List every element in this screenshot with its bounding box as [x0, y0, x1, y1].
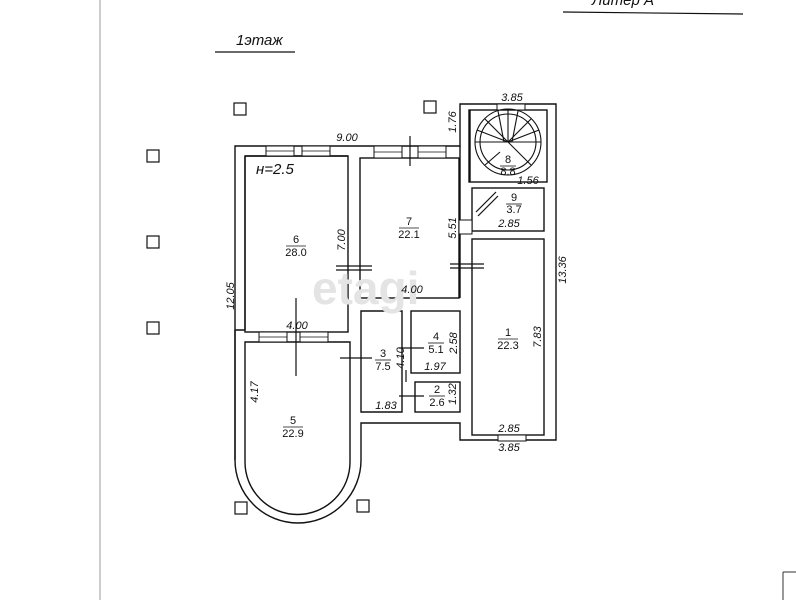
room-number: 6	[293, 234, 299, 246]
dim-room9-bottom: 2.85	[497, 218, 520, 230]
dim-room4-bottom: 1.97	[424, 361, 446, 373]
dim-room3-bottom: 1.83	[375, 400, 397, 412]
marker-square	[146, 149, 160, 163]
room-number: 1	[505, 327, 511, 339]
dim-stair-top: 3.85	[501, 92, 523, 104]
room-number: 4	[433, 331, 439, 343]
room-number: 3	[380, 348, 386, 360]
dimension-labels: 9.00 3.85 4.00 4.00 1.83 1.97 2.85 3.85 …	[225, 92, 569, 454]
watermark: etagi	[312, 262, 419, 314]
boundary-markers	[146, 100, 437, 515]
top-right-underline	[562, 11, 744, 15]
room-area: 7.5	[375, 361, 390, 373]
room-area: 3.7	[506, 204, 521, 216]
dim-right-overall: 13.36	[557, 255, 569, 283]
marker-square	[423, 100, 437, 114]
dim-room9-top: 1.56	[517, 175, 539, 187]
marker-square	[146, 321, 160, 335]
room-number: 5	[290, 415, 296, 427]
marker-square	[146, 235, 160, 249]
floor-label: 1этаж	[236, 32, 283, 49]
top-right-label: Литер А	[591, 0, 654, 9]
dim-stair-side: 1.76	[447, 110, 459, 132]
spiral-stair	[474, 108, 542, 176]
room-area: 8.8	[500, 166, 515, 178]
room-area: 5.1	[428, 344, 443, 356]
dim-room5-top: 4.00	[286, 320, 308, 332]
dim-top-overall: 9.00	[336, 132, 358, 144]
marker-square	[233, 102, 247, 116]
room-area: 22.3	[497, 340, 518, 352]
dim-room1-bottom: 2.85	[497, 423, 520, 435]
marker-square	[234, 501, 248, 515]
marker-square	[356, 499, 370, 513]
dim-room7-side: 5.51	[447, 217, 459, 238]
room-area: 2.6	[429, 397, 444, 409]
room-labels: 6 28.0 7 22.1 8 8.8 9 3.7 1 22.3 4 5.1 2…	[282, 154, 522, 440]
room-number: 7	[406, 216, 412, 228]
window	[496, 103, 526, 111]
room-area: 28.0	[285, 247, 306, 259]
room-area: 22.9	[282, 428, 303, 440]
window	[458, 219, 473, 235]
dim-bottom-right: 3.85	[498, 442, 520, 454]
dim-room4-side: 2.58	[448, 331, 460, 354]
dim-room7-bottom: 4.00	[401, 284, 423, 296]
dim-room5-side: 4.17	[249, 380, 261, 402]
room-area: 22.1	[398, 229, 419, 241]
dim-room6-height: 7.00	[336, 228, 348, 250]
room-number: 2	[434, 384, 440, 396]
room-number: 8	[505, 154, 511, 166]
door-markers	[295, 136, 499, 397]
window	[497, 434, 527, 442]
dim-room3-side: 4.10	[395, 346, 407, 368]
dim-left-overall: 12.05	[225, 281, 237, 309]
dim-room1-side: 7.83	[532, 325, 544, 347]
dim-room2-side: 1.32	[447, 383, 459, 404]
room-number: 9	[511, 192, 517, 204]
ceiling-height-label: н=2.5	[256, 161, 295, 178]
